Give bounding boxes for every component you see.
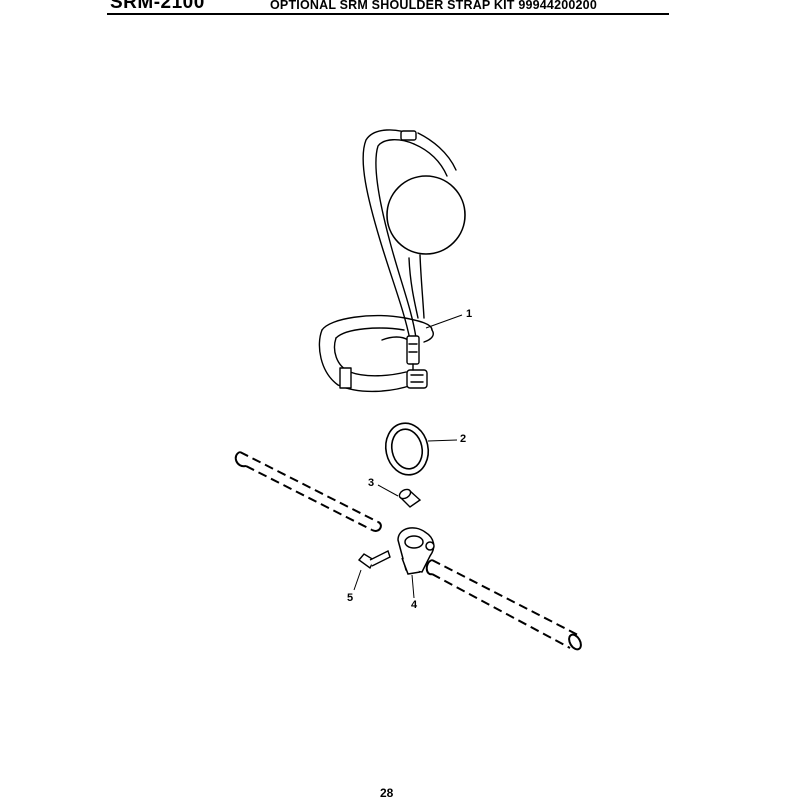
- callout-5: 5: [347, 592, 354, 604]
- leader-lines: [353, 314, 463, 599]
- model-name: SRM-2100: [110, 0, 205, 13]
- callout-1: 1: [466, 308, 473, 320]
- shaft-upper: [234, 451, 382, 532]
- header-rule: [107, 13, 669, 15]
- callout-4: 4: [411, 599, 418, 611]
- bolt-part: [357, 550, 391, 570]
- bushing-part: [398, 488, 422, 508]
- shaft-lower: [425, 559, 582, 651]
- shoulder-strap-harness: [318, 129, 466, 393]
- page-number: 28: [380, 786, 394, 800]
- shoulder-pad: [386, 175, 466, 255]
- ring-part: [384, 422, 430, 476]
- clamp-part: [397, 527, 435, 575]
- page-title: OPTIONAL SRM SHOULDER STRAP KIT 99944200…: [270, 0, 597, 12]
- callout-2: 2: [460, 433, 467, 445]
- callout-3: 3: [368, 477, 375, 489]
